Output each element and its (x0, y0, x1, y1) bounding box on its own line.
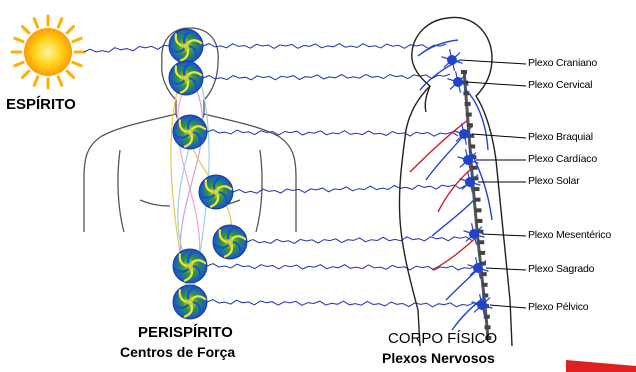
chakra-icon (173, 249, 207, 283)
plexus-label-solar: Plexo Solar (528, 175, 580, 187)
plexus-label-cervical: Plexo Cervical (528, 79, 592, 91)
pointer-line (486, 268, 526, 270)
connection-line (203, 44, 446, 49)
sun-ray (15, 38, 23, 41)
connection-line (207, 300, 480, 307)
connection-line (203, 74, 450, 80)
connection-line (207, 130, 458, 137)
plexus-label-sagrado: Plexo Sagrado (528, 263, 594, 275)
vertebra (461, 70, 467, 74)
vertebra (465, 102, 471, 106)
sun-ray (73, 62, 81, 65)
sun-ray (34, 19, 37, 27)
spinal-cord (461, 70, 491, 340)
vertebra (471, 166, 477, 170)
label-espirito: ESPÍRITO (6, 96, 76, 113)
sun-ray (67, 27, 73, 33)
pointer-line (460, 60, 526, 64)
sun-ray (15, 62, 23, 65)
vertebra (473, 187, 479, 191)
connection-line (247, 237, 472, 244)
vertebra (478, 240, 484, 244)
vertebra (476, 219, 482, 223)
plexus-label-cardiaco: Plexo Cardíaco (528, 153, 597, 165)
plexus-label-braquial: Plexo Braquial (528, 131, 593, 143)
plexus-label-pelvico: Plexo Pélvico (528, 301, 588, 313)
connection-line (233, 185, 466, 193)
label-centros-de-forca: Centros de Força (120, 344, 235, 360)
sun-ray (58, 77, 61, 85)
chakra-icon (169, 29, 203, 63)
connection-lines (84, 44, 480, 307)
vertebra (469, 144, 475, 148)
connection-line (84, 45, 170, 52)
pointer-line (490, 305, 526, 308)
sun-ray (34, 77, 37, 85)
plexus-label-mesenterico: Plexo Mesentérico (528, 229, 611, 241)
pointer-line (472, 134, 526, 138)
sun-ray (23, 27, 29, 33)
label-corpo-fisico: CORPO FÍSICO (388, 330, 497, 347)
red-flag-icon (566, 360, 636, 372)
pointer-line (466, 82, 526, 86)
vertebra (485, 325, 491, 329)
vertebra (481, 272, 487, 276)
vertebra (479, 251, 485, 255)
chakra-icon (169, 61, 203, 95)
label-perispirito: PERISPÍRITO (138, 324, 233, 341)
chakra-icon (173, 285, 207, 319)
vertebra (475, 198, 481, 202)
chakra-icon (213, 225, 247, 259)
label-plexos-nervosos: Plexos Nervosos (382, 350, 495, 366)
vertebra (475, 208, 481, 212)
sun-ray (67, 71, 73, 77)
sun-ray (73, 38, 81, 41)
connection-line (207, 264, 476, 270)
sun-ray (58, 19, 61, 27)
vertebra (482, 283, 488, 287)
chakra-icon (173, 115, 207, 149)
force-centers (169, 29, 247, 319)
sun-icon (12, 16, 84, 88)
plexus-label-craniano: Plexo Craniano (528, 57, 597, 69)
vertebra (466, 113, 472, 117)
sun-ray (23, 71, 29, 77)
chakra-icon (199, 175, 233, 209)
